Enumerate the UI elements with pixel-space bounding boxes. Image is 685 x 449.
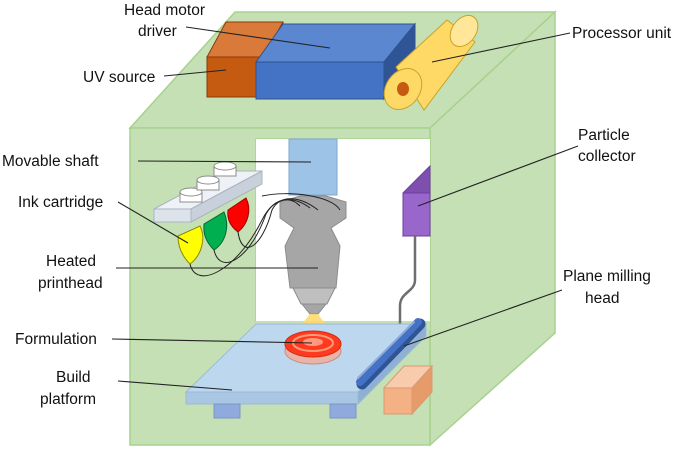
- frame-inner-opening: [256, 139, 430, 321]
- heated-printhead: [279, 195, 347, 315]
- label-formulation: Formulation: [15, 331, 97, 348]
- milling-block: [382, 364, 434, 416]
- ink-green: [203, 211, 228, 251]
- label-particle-collector-line1: Particle: [578, 127, 630, 144]
- leader-build-platform: [117, 380, 233, 391]
- label-head-motor-driver-line2: driver: [138, 23, 177, 40]
- head-motor-driver: [255, 22, 417, 101]
- leader-processor-unit: [431, 32, 571, 63]
- ink-cartridge: [153, 161, 263, 265]
- leader-movable-shaft: [137, 160, 312, 163]
- leader-head-motor-driver: [185, 26, 331, 49]
- ink-cables: [189, 193, 341, 277]
- leader-uv-source: [163, 69, 227, 77]
- label-heated-printhead-line1: Heated: [46, 253, 96, 270]
- cartridge-cap: [213, 161, 237, 177]
- leader-plane-milling-head: [403, 289, 563, 347]
- label-heated-printhead-line2: printhead: [38, 275, 103, 292]
- processor-core: [397, 82, 409, 96]
- leader-particle-collector: [417, 145, 579, 207]
- movable-shaft: [288, 138, 338, 196]
- label-uv-source: UV source: [83, 69, 155, 86]
- collector-tube: [398, 236, 417, 340]
- platform-leg: [329, 403, 357, 419]
- plane-milling-head: [356, 318, 426, 390]
- particle-collector: [402, 164, 431, 238]
- ink-yellow: [177, 225, 204, 265]
- label-build-platform-line1: Build: [56, 369, 90, 386]
- label-plane-milling-head-line2: head: [585, 290, 619, 307]
- labels: Head motor driver Processor unit UV sour…: [2, 2, 672, 408]
- processor-unit: [383, 14, 479, 111]
- cartridge-cap: [196, 175, 220, 191]
- platform-leg: [213, 403, 241, 419]
- ink-red: [227, 197, 250, 233]
- label-ink-cartridge: Ink cartridge: [18, 194, 103, 211]
- label-build-platform-line2: platform: [40, 391, 96, 408]
- formulation: [284, 330, 342, 365]
- label-particle-collector-line2: collector: [578, 148, 636, 165]
- leader-formulation: [111, 338, 313, 344]
- label-head-motor-driver-line1: Head motor: [124, 2, 205, 19]
- leader-lines: [111, 26, 579, 391]
- leader-ink-cartridge: [117, 201, 189, 244]
- label-plane-milling-head-line1: Plane milling: [563, 268, 651, 285]
- label-movable-shaft: Movable shaft: [2, 153, 99, 170]
- label-processor-unit: Processor unit: [572, 25, 672, 42]
